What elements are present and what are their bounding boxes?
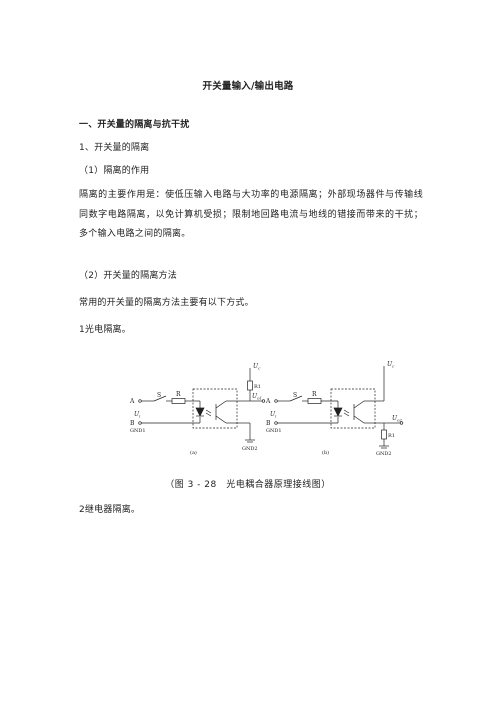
- label-r-left: R: [176, 391, 181, 398]
- label-b-left: B: [130, 420, 135, 427]
- label-gnd2-left: GND2: [242, 446, 258, 452]
- label-gnd1-right: GND1: [266, 428, 282, 434]
- list-item-optical: 1光电隔离。: [79, 325, 131, 335]
- section-heading: 一、开关量的隔离与抗干扰: [79, 120, 190, 130]
- paragraph-isolation-purpose: 隔离的主要作用是：使低压输入电路与大功率的电源隔离；外部现场器件与传输线同数字电…: [79, 190, 423, 239]
- figure-tag-a: (a): [190, 449, 197, 456]
- label-r1-right: R1: [388, 433, 395, 439]
- label-s-left: S: [157, 392, 161, 399]
- paragraph-methods-intro: 常用的开关量的隔离方法主要有以下方式。: [79, 298, 254, 308]
- label-uo2-right: Uo2: [392, 415, 402, 423]
- label-uc-left: Uc: [253, 363, 261, 371]
- label-uo1-left: Uo1: [252, 393, 262, 401]
- document-title: 开关量输入/输出电路: [202, 81, 294, 92]
- subsection-heading: 1、开关量的隔离: [79, 143, 150, 153]
- label-gnd2-right: GND2: [376, 451, 392, 457]
- label-r1-left: R1: [254, 384, 261, 390]
- label-b-right: B: [266, 420, 271, 427]
- figure-caption: （图 3 - 28 光电耦合器原理接线图）: [165, 480, 331, 490]
- label-ui-right: Ui: [270, 411, 277, 419]
- label-uc-right: Uc: [387, 361, 395, 369]
- list-item-relay: 2继电器隔离。: [79, 505, 141, 515]
- subsubsection-heading-methods: （2）开关量的隔离方法: [79, 271, 177, 281]
- label-r-right: R: [312, 391, 317, 398]
- label-ui-left: Ui: [134, 411, 141, 419]
- label-gnd1-left: GND1: [130, 428, 146, 434]
- label-a-right: A: [265, 398, 271, 405]
- label-a-left: A: [129, 398, 135, 405]
- label-s-right: S: [293, 392, 297, 399]
- figure-tag-b: (b): [322, 449, 329, 456]
- subsubsection-heading: （1）隔离的作用: [79, 166, 150, 176]
- optocoupler-circuit-figure: A S R Ui B GND1 Uc R1 Uo1 GND2 (a) A S R…: [129, 361, 404, 457]
